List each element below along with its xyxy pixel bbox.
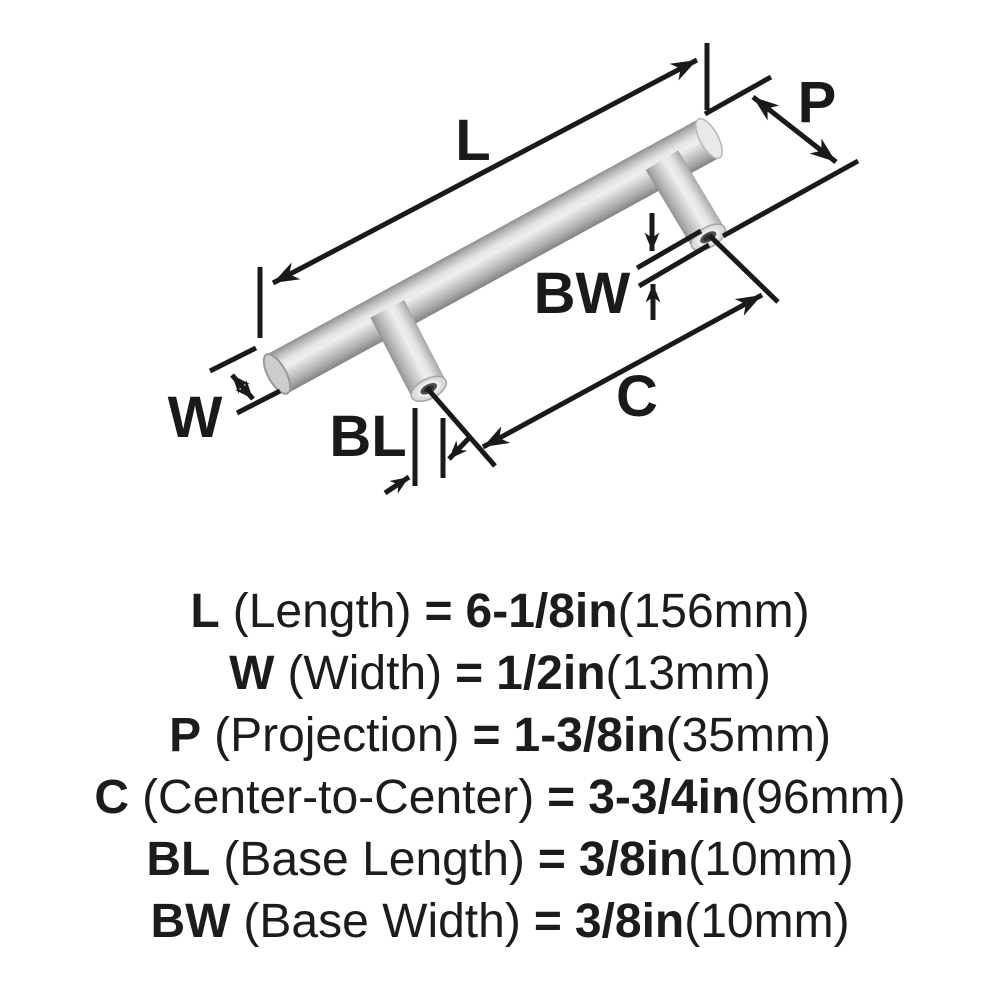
bl-arrow-right [447,435,472,461]
label-W: W [168,385,223,450]
l-dimension-line [271,57,699,286]
bw-line-top [635,228,703,271]
spec-label: W [229,647,275,700]
w-dimension-line [230,373,255,401]
spec-row-length: L(Length)=6-1/8in(156mm) [0,581,1000,643]
spec-label: P [169,709,202,762]
spec-equals: = [537,833,566,886]
dimension-diagram: L P W BW C BL [168,43,860,496]
spec-metric: (10mm) [684,895,850,948]
spec-equals: = [533,895,562,948]
p-extension-bottom [721,158,860,239]
spec-row-base-length: BL(Base Length)=3/8in(10mm) [0,829,1000,891]
spec-value: 3/8in [578,833,689,886]
p-dimension-line [751,95,838,164]
spec-equals: = [424,585,453,638]
left-post-body [370,300,446,398]
spec-value: 3/8in [574,895,685,948]
spec-label: C [94,771,130,824]
bar-body [266,119,720,394]
spec-label: BL [146,833,211,886]
label-P: P [798,70,837,135]
bar-left-end-face [262,353,292,395]
spec-value: 3-3/4in [588,771,741,824]
spec-description: (Length) [232,585,412,638]
bar-right-end-face [695,117,723,160]
spec-label: L [190,585,220,638]
dimension-C [425,234,780,468]
w-extension-bottom [235,388,282,416]
w-extension-top [208,345,258,374]
bw-line-bottom [637,242,711,289]
spec-metric: (156mm) [617,585,810,638]
spec-description: (Projection) [214,709,460,762]
spec-metric: (35mm) [665,709,831,762]
c-extension-left [425,386,497,468]
spec-value: 1-3/8in [513,709,666,762]
spec-row-projection: P(Projection)=1-3/8in(35mm) [0,705,1000,767]
spec-label: BW [150,895,231,948]
label-BW: BW [534,261,631,326]
spec-list: L(Length)=6-1/8in(156mm) W(Width)=1/2in(… [0,581,1000,953]
spec-value: 6-1/8in [465,585,618,638]
spec-description: (Width) [287,647,443,700]
c-dimension-line [481,292,764,450]
label-C: C [616,364,658,429]
spec-metric: (13mm) [605,647,771,700]
p-extension-top [703,74,773,117]
spec-row-center-to-center: C(Center-to-Center)=3-3/4in(96mm) [0,767,1000,829]
label-BL: BL [329,404,406,469]
bar-pull-diagram-svg: L P W BW C BL [168,43,860,496]
label-L: L [455,108,490,173]
c-extension-right [708,234,780,304]
left-post [370,300,447,403]
dimension-P [703,74,860,239]
dimension-BL [383,408,472,496]
spec-metric: (96mm) [740,771,906,824]
spec-description: (Base Length) [223,833,525,886]
dimension-L [257,43,710,338]
spec-row-width: W(Width)=1/2in(13mm) [0,643,1000,705]
spec-equals: = [455,647,484,700]
spec-equals: = [547,771,576,824]
spec-row-base-width: BW(Base Width)=3/8in(10mm) [0,891,1000,953]
spec-equals: = [472,709,501,762]
spec-description: (Center-to-Center) [142,771,535,824]
spec-metric: (10mm) [688,833,854,886]
spec-description: (Base Width) [243,895,521,948]
dimension-W [208,345,282,416]
bl-arrow-left [383,474,411,496]
spec-value: 1/2in [496,647,606,700]
